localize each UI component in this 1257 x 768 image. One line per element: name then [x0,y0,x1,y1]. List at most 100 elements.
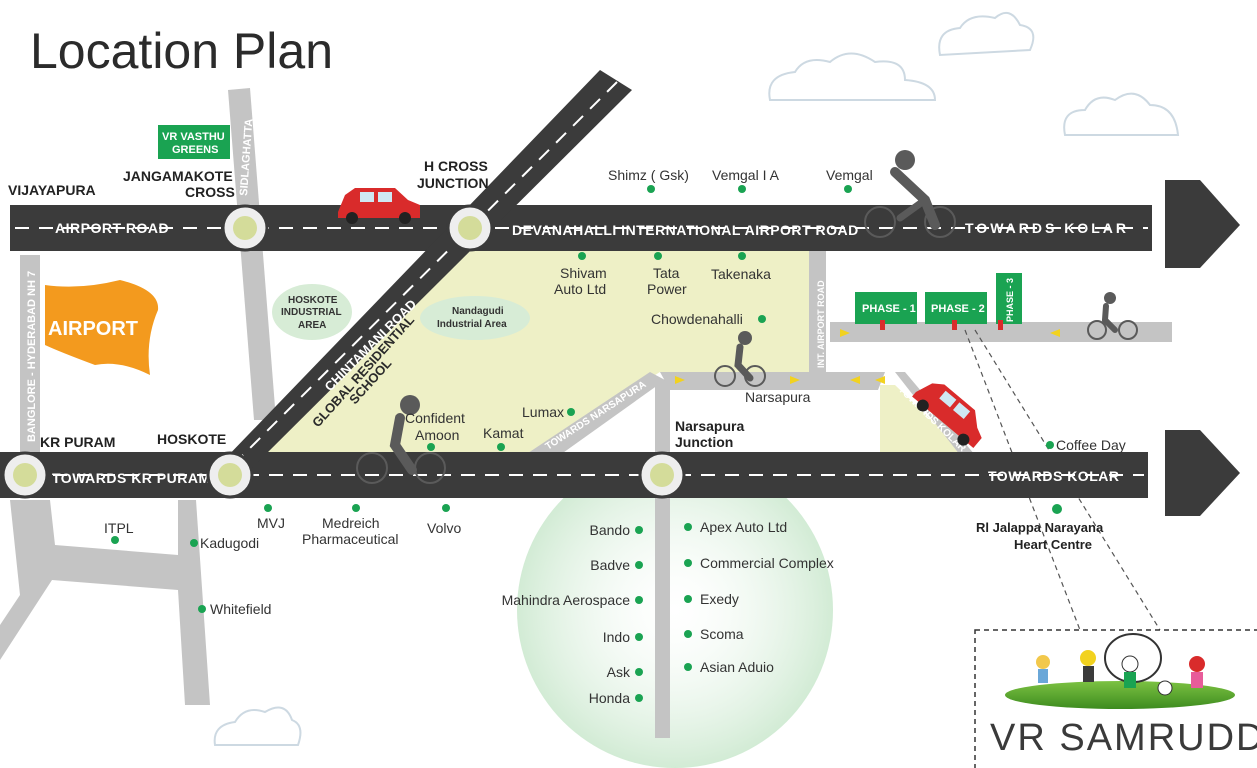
junction-hoskote: HOSKOTE [157,431,226,447]
landmark-vemgal-ia: Vemgal I A [712,167,780,183]
narsapura-right-item: Exedy [700,591,739,607]
phase-2-sign [925,292,987,324]
road-label-towards-kolar-bottom: TOWARDS KOLAR [988,468,1119,484]
nandagudi-1: Nandagudi [452,306,504,317]
landmark-shimz: Shimz ( Gsk) [608,167,689,183]
landmark-lumax: Lumax [522,404,564,420]
phase-pins [880,320,1003,330]
road-label-narsapura: Narsapura [745,389,811,405]
landmark-whitefield: Whitefield [210,601,271,617]
landmark-mvj: MVJ [257,515,285,531]
junction-jangamakote-1: JANGAMAKOTE [123,168,233,184]
cyclist-icon [864,150,956,238]
narsapura-right-item: Scoma [700,626,744,642]
narsapura-right-item: Commercial Complex [700,555,834,571]
phase-3-sign [996,273,1022,324]
landmark-volvo: Volvo [427,520,461,536]
landmark-tata-1: Tata [653,265,680,281]
narsapura-right-item: Asian Aduio [700,659,774,675]
landmark-confident-1: Confident [405,410,465,426]
landmark-kadugodi: Kadugodi [200,535,259,551]
landmark-shivam-2: Auto Ltd [554,281,606,297]
cyclist-icon-school [356,395,446,484]
phase-3-label: PHASE - 3 [1005,278,1015,322]
junction-kr-puram: KR PURAM [40,434,115,450]
narsapura-right-dot [684,595,692,603]
landmark-shivam-1: Shivam [560,265,607,281]
narsapura-left-item: Ask [607,664,631,680]
side-roads [0,88,1172,738]
phase-1-sign [855,292,917,324]
landmark-itpl: ITPL [104,520,134,536]
narsapura-left-dot [635,526,643,534]
junction-markers [1,204,686,499]
vr-vasthu-sign [158,125,230,159]
junction-jangamakote-2: CROSS [185,184,235,200]
airport-area [45,280,159,375]
road-label-nh7: BANGLORE - HYDERABAD NH 7 [26,271,38,442]
narsapura-right-dot [684,523,692,531]
landmark-coffee-day: Coffee Day [1056,437,1126,453]
landmark-kamat: Kamat [483,425,524,441]
hoskote-industrial-2: INDUSTRIAL [281,307,342,318]
narsapura-cluster-area [517,452,833,768]
phase-2-label: PHASE - 2 [931,303,985,315]
road-label-airport: AIRPORT ROAD [55,220,169,236]
children-illustration [1036,633,1205,696]
landmark-takenaka: Takenaka [711,266,771,282]
narsapura-left-dot [635,633,643,641]
narsapura-right-dot [684,663,692,671]
narsapura-left-item: Honda [589,690,630,706]
project-pointer-lines [964,329,1161,631]
vr-vasthu-2: GREENS [172,144,218,156]
narsapura-left-dot [635,561,643,569]
landmark-vemgal: Vemgal [826,167,873,183]
landmark-tata-2: Power [647,281,687,297]
phase-1-label: PHASE - 1 [862,303,916,315]
road-label-int-airport: INT. AIRPORT ROAD [816,280,826,368]
project-name: VR SAMRUDDHI [990,717,1257,759]
road-label-devanahalli: DEVANAHALLI INTERNATIONAL AIRPORT ROAD [512,222,859,238]
landmark-confident-2: Amoon [415,427,459,443]
grass-patch [1005,681,1235,709]
hoskote-industrial-3: AREA [298,320,326,331]
landmark-medreich-1: Medreich [322,515,380,531]
car-icon [338,188,420,224]
development-zone-east [880,385,968,455]
junction-h-cross-1: H CROSS [424,158,488,174]
narsapura-left-item: Badve [590,557,630,573]
project-box: VR SAMRUDDHI [974,629,1257,768]
road-label-sidlaghatta: SIDLAGHATTA [238,118,255,196]
road-label-towards-kolar-top: TOWARDS KOLAR [965,220,1129,236]
narsapura-left-dot [635,596,643,604]
cyclist-icon-narsapura [714,331,766,387]
junction-h-cross-2: JUNCTION [417,175,489,191]
narsapura-right-dot [684,559,692,567]
narsapura-left-item: Indo [603,629,630,645]
narsapura-right-item: Apex Auto Ltd [700,519,787,535]
development-zone [262,250,812,455]
nandagudi-2: Industrial Area [437,319,507,330]
landmark-dots [111,185,1062,613]
junction-narsapura-2: Junction [675,434,733,450]
direction-arrows [675,329,1060,384]
road-label-towards-kr-puram: TOWARDS KR PURAM [52,470,211,486]
car-icon-diagonal [912,383,982,448]
narsapura-left-dot [635,694,643,702]
airport-label: AIRPORT [48,318,138,340]
landmark-chowdenahalli: Chowdenahalli [651,311,743,327]
narsapura-left-item: Mahindra Aerospace [502,592,631,608]
landmark-jalappa-2: Heart Centre [1014,537,1092,552]
narsapura-left-dot [635,668,643,676]
junction-narsapura-1: Narsapura [675,418,744,434]
page-title: Location Plan [30,23,333,79]
narsapura-left-item: Bando [590,522,631,538]
hoskote-industrial-area [272,284,352,340]
nandagudi-industrial-area [420,296,530,340]
landmark-jalappa-1: Rl Jalappa Narayana [976,520,1104,535]
cloud-decoration [213,11,1180,746]
hoskote-industrial-1: HOSKOTE [288,295,338,306]
